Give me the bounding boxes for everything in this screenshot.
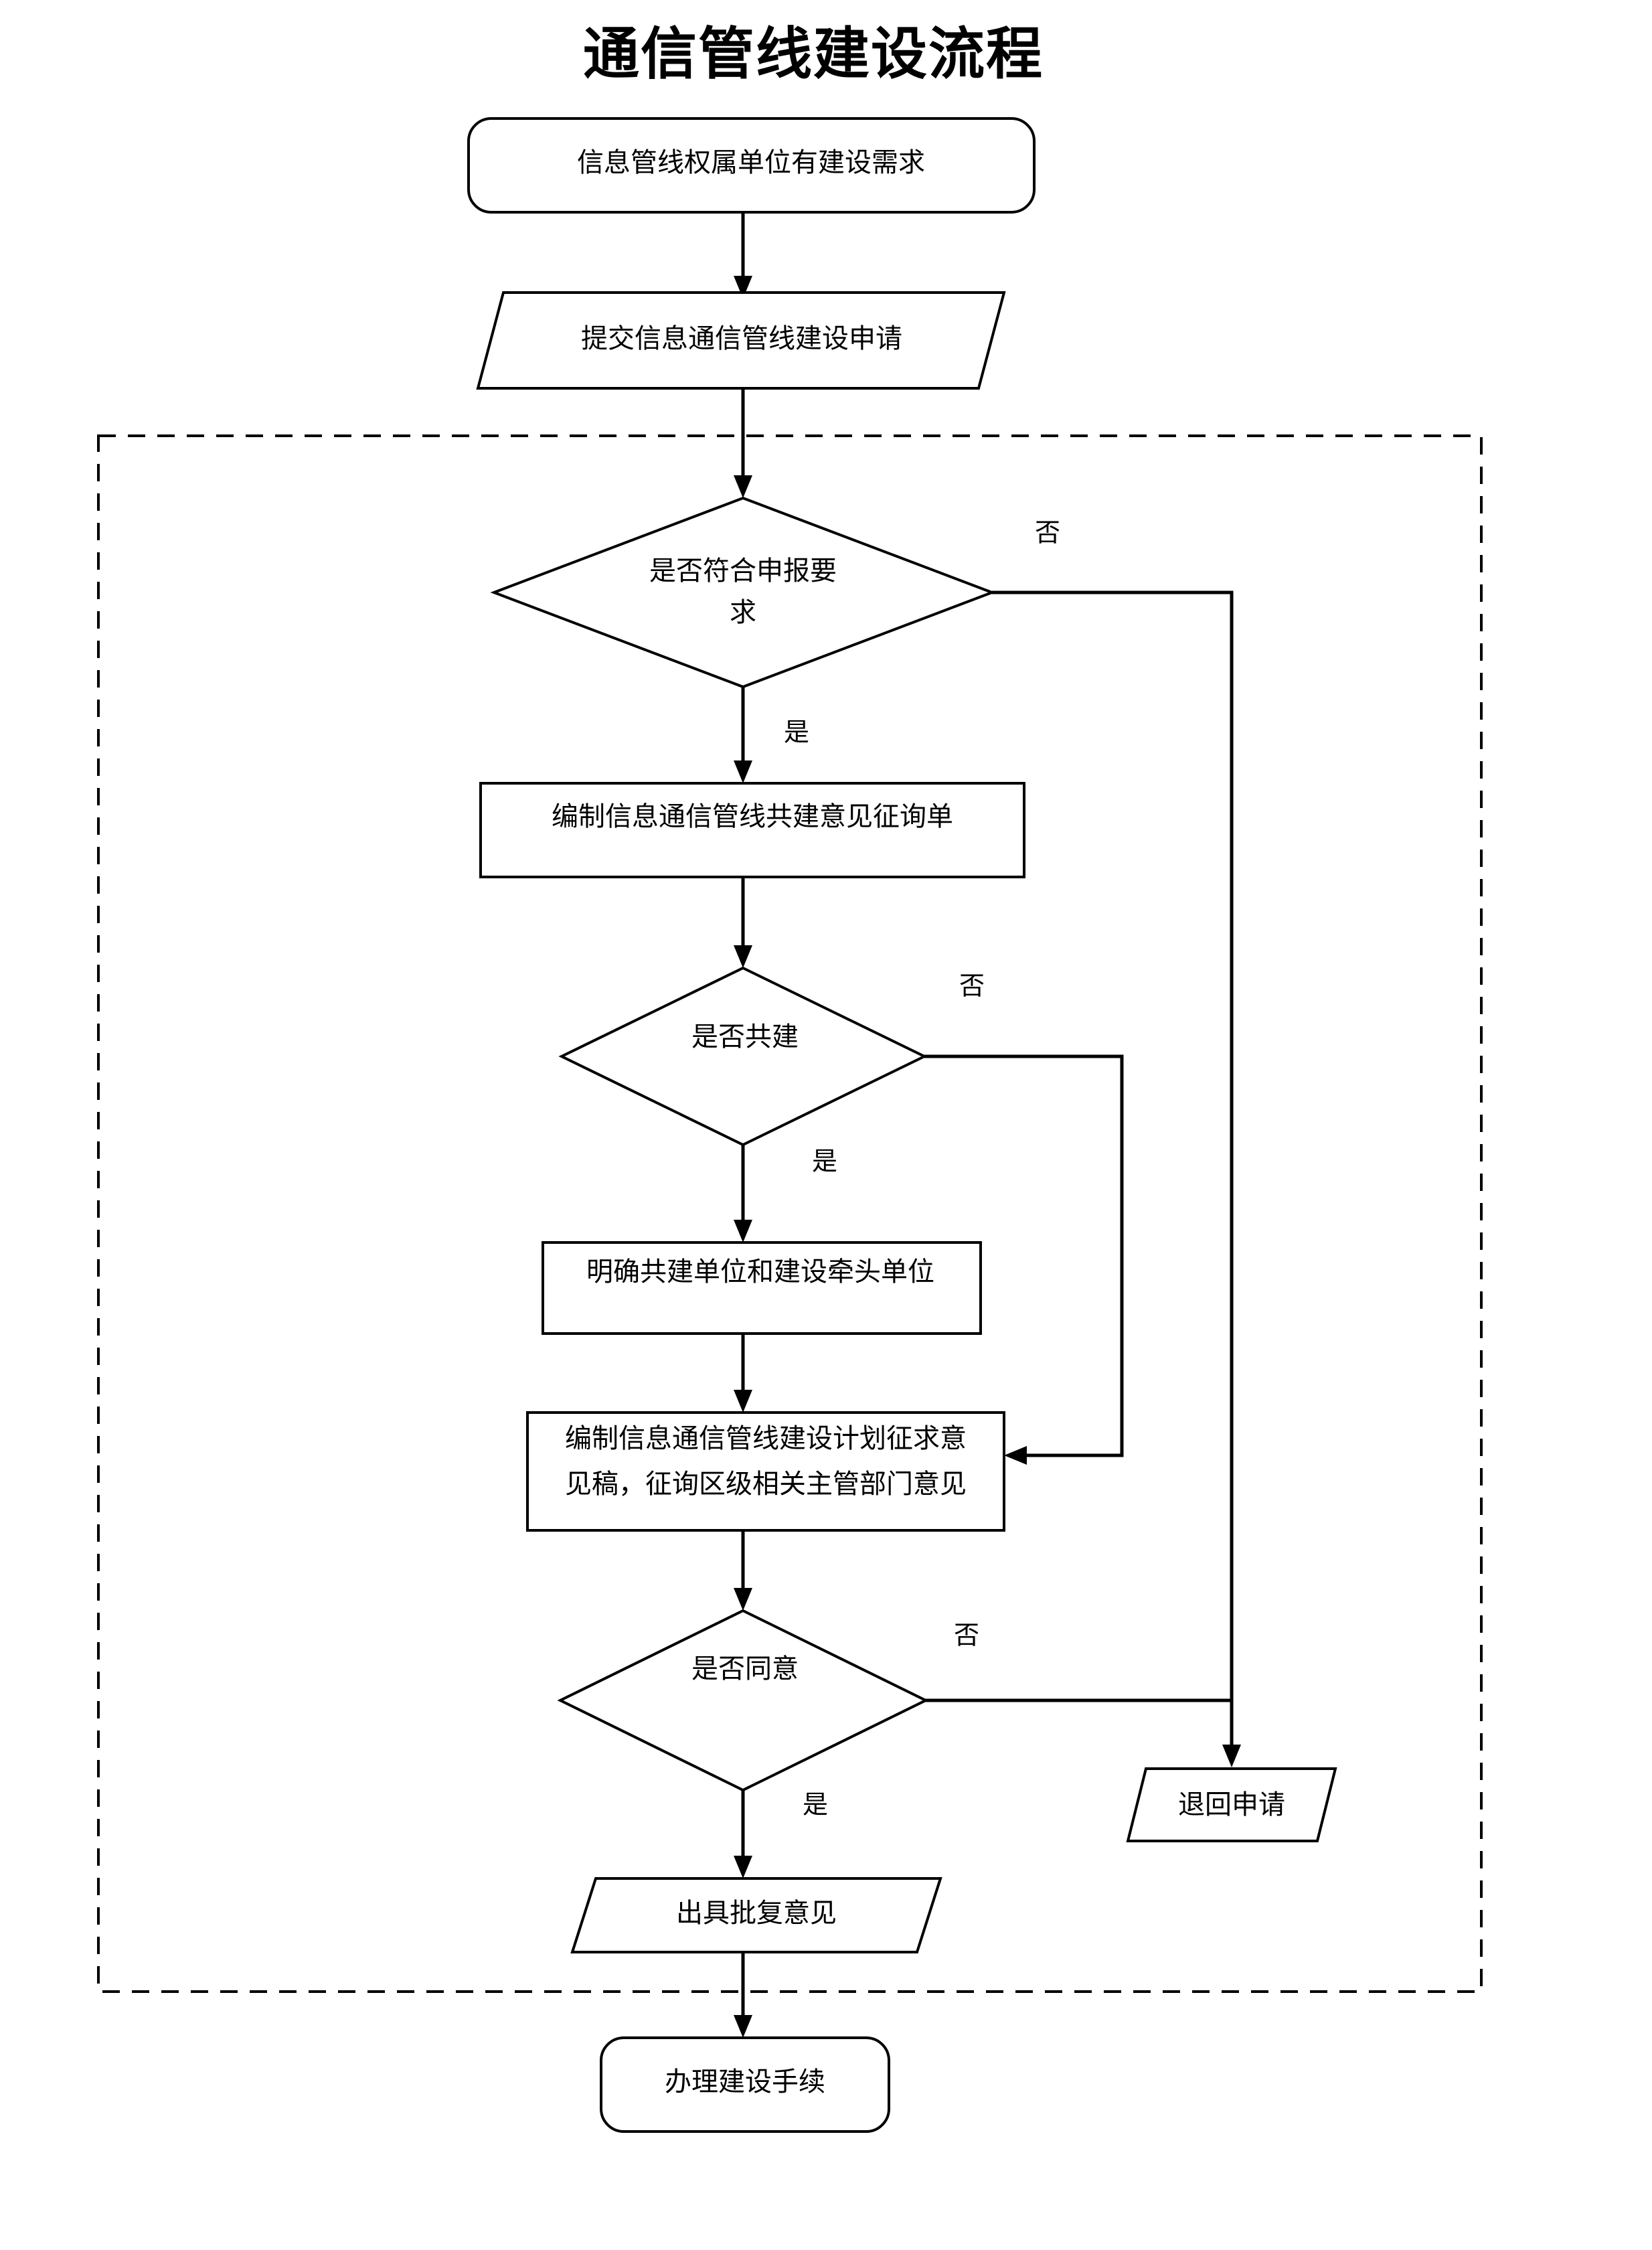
start-label: 信息管线权属单位有建设需求 (577, 147, 925, 177)
edge-check-no-to-return (992, 590, 1241, 1767)
edge-agree-yes-to-issue (734, 1790, 752, 1878)
arrow-head-icon (1004, 1446, 1027, 1465)
arrow-head-icon (1222, 1745, 1241, 1767)
node-issue-reply: 出具批复意见 (570, 1877, 942, 1953)
edge-line (992, 590, 1234, 1751)
node-confirm-units: 明确共建单位和建设牵头单位 (542, 1241, 982, 1335)
arrow-head-icon (734, 760, 752, 783)
edge-label-agree-no: 否 (954, 1622, 979, 1650)
arrow-head-icon (734, 2015, 752, 2038)
return-application-shape (1126, 1767, 1337, 1842)
edge-draft-to-cobuild (734, 877, 752, 968)
confirm-units-label: 明确共建单位和建设牵头单位 (586, 1257, 934, 1287)
edge-confirm-to-plan (734, 1334, 752, 1413)
draft-consult-form-shape (479, 782, 1025, 878)
issue-reply-label: 出具批复意见 (676, 1898, 837, 1928)
is-cobuild-label: 是否共建 (691, 1022, 799, 1052)
handle-procedures-shape (600, 2036, 890, 2133)
edge-start-to-submit (734, 212, 752, 299)
draft-plan-label-line2: 见稿，征询区级相关主管部门意见 (565, 1469, 967, 1499)
confirm-units-shape (542, 1241, 982, 1335)
is-agree-label: 是否同意 (691, 1654, 799, 1684)
arrow-head-icon (734, 945, 752, 968)
check-requirements-label-line1: 是否符合申报要求 (649, 556, 837, 627)
node-start: 信息管线权属单位有建设需求 (467, 117, 1036, 214)
start-shape (467, 117, 1036, 214)
check-requirements-shape (490, 496, 996, 689)
edge-line (924, 1054, 1124, 1457)
node-is-cobuild: 是否共建 (558, 966, 928, 1147)
edge-plan-to-agree (734, 1530, 752, 1611)
edge-submit-to-check (734, 388, 752, 498)
edge-label-check-yes: 是 (784, 719, 809, 747)
arrow-head-icon (734, 1390, 752, 1413)
issue-reply-shape (570, 1877, 942, 1953)
submit-shape (476, 291, 1006, 390)
edge-check-yes-to-draft (734, 687, 752, 783)
draft-plan-shape (526, 1411, 1005, 1532)
node-handle-procedures: 办理建设手续 (600, 2036, 890, 2133)
node-draft-consult-form: 编制信息通信管线共建意见征询单 (479, 782, 1025, 878)
edge-label-cobuild-yes: 是 (812, 1148, 837, 1176)
node-return-application: 退回申请 (1126, 1767, 1337, 1842)
arrow-head-icon (734, 1856, 752, 1878)
arrow-head-icon (734, 276, 752, 299)
edge-label-agree-yes: 是 (803, 1791, 828, 1820)
edge-label-check-no: 否 (1035, 519, 1060, 548)
edge-label-cobuild-no: 否 (959, 973, 985, 1001)
node-check-requirements: 是否符合申报要求 (490, 496, 996, 689)
arrow-head-icon (734, 1220, 752, 1242)
draft-plan-label-line1: 编制信息通信管线建设计划征求意 (565, 1423, 967, 1453)
edge-cobuild-yes-to-confirm (734, 1145, 752, 1242)
node-draft-plan: 编制信息通信管线建设计划征求意 见稿，征询区级相关主管部门意见 (526, 1411, 1005, 1532)
draft-consult-form-label: 编制信息通信管线共建意见征询单 (552, 801, 953, 831)
node-submit: 提交信息通信管线建设申请 (476, 291, 1006, 390)
arrow-head-icon (734, 1588, 752, 1611)
node-is-agree: 是否同意 (557, 1609, 929, 1792)
process-region-boundary (97, 434, 1483, 1993)
edge-cobuild-no-to-plan (924, 1054, 1124, 1465)
edge-issue-to-handle (734, 1952, 752, 2038)
page-title: 通信管线建设流程 (583, 23, 1044, 86)
return-application-label: 退回申请 (1178, 1789, 1285, 1820)
submit-label: 提交信息通信管线建设申请 (581, 323, 902, 353)
is-agree-shape (557, 1609, 929, 1792)
is-cobuild-shape (558, 966, 928, 1147)
handle-procedures-label: 办理建设手续 (665, 2067, 825, 2097)
arrow-head-icon (734, 475, 752, 498)
